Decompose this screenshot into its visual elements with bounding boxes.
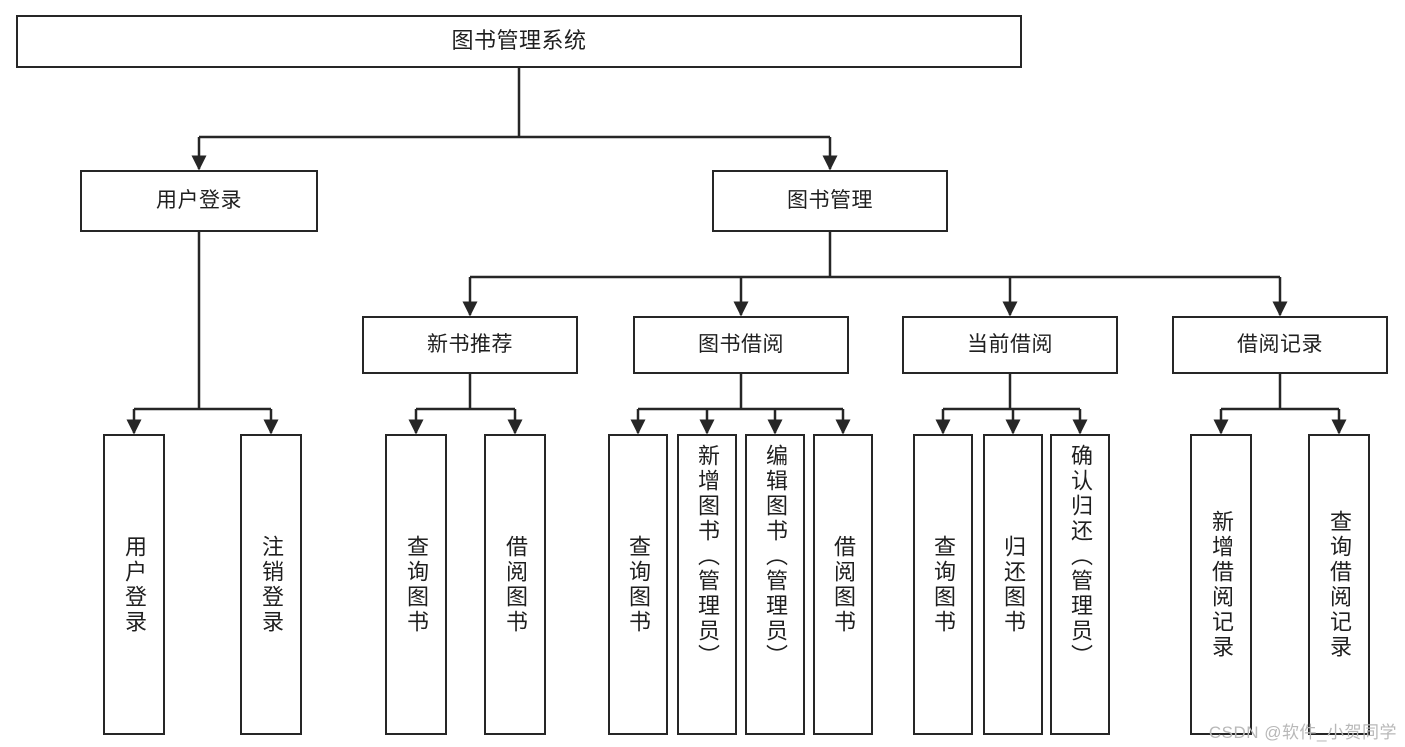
node-label: 当前借阅 [967,333,1053,357]
node-label: 查询借阅记录 [1327,509,1352,660]
node-leaf-confirm-ret[interactable]: 确认归还（管理员） [1050,434,1110,735]
node-leaf-add-record[interactable]: 新增借阅记录 [1190,434,1252,735]
node-label: 借阅图书 [503,534,528,635]
node-label: 用户登录 [156,189,242,213]
node-label: 图书借阅 [698,333,784,357]
node-label: 图书管理系统 [451,28,587,54]
node-label: 查询图书 [404,534,429,635]
node-leaf-return-book[interactable]: 归还图书 [983,434,1043,735]
node-leaf-add-book[interactable]: 新增图书（管理员） [677,434,737,735]
node-label: 新增图书（管理员） [695,444,720,669]
node-label: 编辑图书（管理员） [763,444,788,669]
watermark: CSDN @软件_小贺同学 [1208,723,1397,742]
node-leaf-query-record[interactable]: 查询借阅记录 [1308,434,1370,735]
node-borrow-record[interactable]: 借阅记录 [1172,316,1388,374]
node-label: 新增借阅记录 [1209,509,1234,660]
node-leaf-query-book-3[interactable]: 查询图书 [913,434,973,735]
node-book-borrow[interactable]: 图书借阅 [633,316,849,374]
node-leaf-borrow-book-2[interactable]: 借阅图书 [813,434,873,735]
node-leaf-logout[interactable]: 注销登录 [240,434,302,735]
node-leaf-user-login[interactable]: 用户登录 [103,434,165,735]
node-label: 确认归还（管理员） [1068,444,1093,669]
node-book-admin[interactable]: 图书管理 [712,170,948,232]
node-root[interactable]: 图书管理系统 [16,15,1022,68]
node-label: 注销登录 [259,534,284,635]
node-label: 新书推荐 [427,333,513,357]
node-leaf-edit-book[interactable]: 编辑图书（管理员） [745,434,805,735]
node-leaf-borrow-book-1[interactable]: 借阅图书 [484,434,546,735]
node-leaf-query-book-2[interactable]: 查询图书 [608,434,668,735]
node-label: 用户登录 [122,534,147,635]
node-label: 查询图书 [931,534,956,635]
node-new-book-rec[interactable]: 新书推荐 [362,316,578,374]
node-leaf-query-book-1[interactable]: 查询图书 [385,434,447,735]
node-label: 图书管理 [787,189,873,213]
node-label: 借阅图书 [831,534,856,635]
node-label: 借阅记录 [1237,333,1323,357]
node-user-login[interactable]: 用户登录 [80,170,318,232]
node-label: 查询图书 [626,534,651,635]
node-label: 归还图书 [1001,534,1026,635]
node-current-borrow[interactable]: 当前借阅 [902,316,1118,374]
